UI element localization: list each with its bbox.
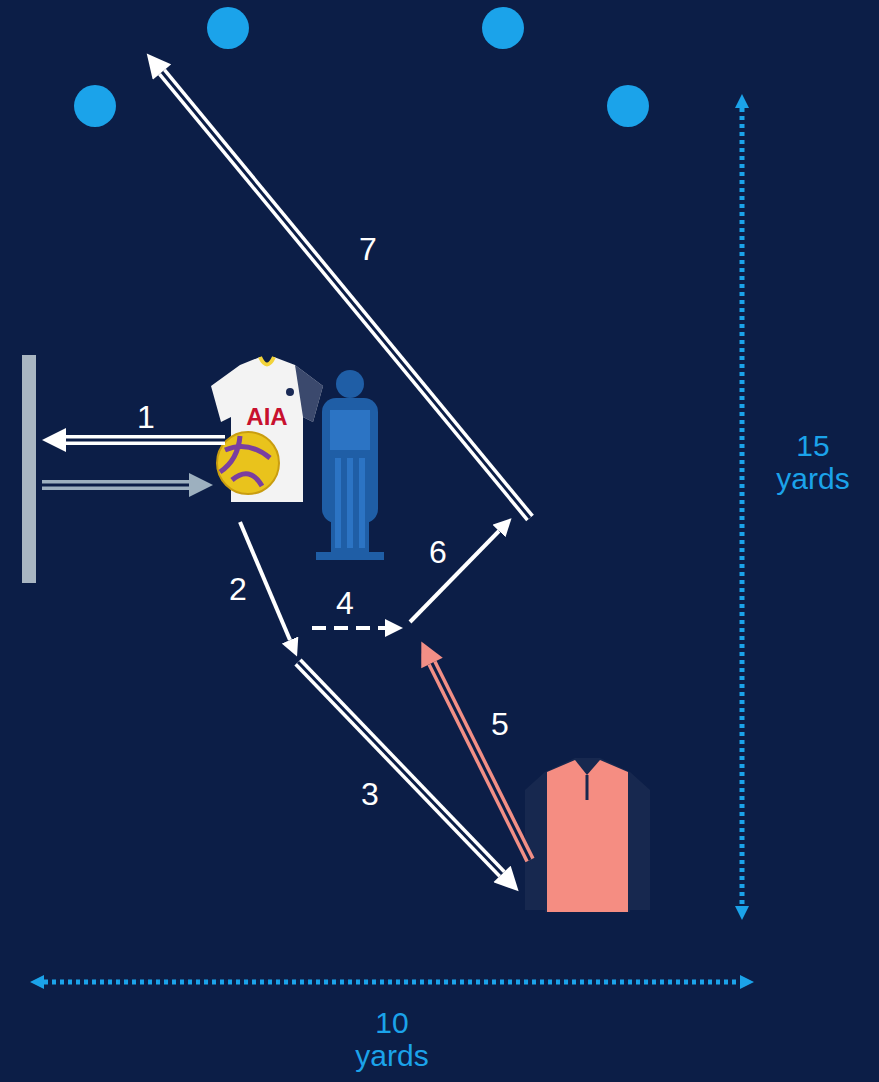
callout-number: 5 [491,707,509,742]
callout-number-holder: 4 [336,586,354,621]
partner-shirt [525,758,650,912]
callout-number-holder: 5 [491,707,509,742]
cones [74,7,649,127]
callout-number-holder: 7 [359,232,377,267]
callout-number-holder: 6 [429,535,447,570]
callout-number: 1 [137,400,155,435]
touch-arrow [410,531,499,622]
run-arrow [312,626,385,630]
callout-number-holder: 2 [229,572,247,607]
pass-arrow [298,662,502,874]
dimension-label-holder: 15 yards [763,429,863,495]
dimension-label: 15 yards [763,429,863,495]
dimension-label-holder: 10 yards [342,1006,442,1072]
callout-number-holder: 1 [137,400,155,435]
ball [217,432,279,494]
dimension-label: 10 yards [342,1006,442,1072]
player-shirt [211,357,323,502]
pass-arrow [66,440,225,441]
return-arrow [42,485,189,486]
dimension-line [44,980,740,985]
run-arrow [240,522,290,640]
pass-arrow [432,663,530,860]
callout-number: 4 [336,586,354,621]
callout-number: 7 [359,232,377,267]
mannequin [316,370,384,560]
shirt-sponsor-holder: AIA [246,404,287,430]
dimension-line [740,108,745,906]
callout-number: 6 [429,535,447,570]
callout-number: 2 [229,572,247,607]
callout-number: 3 [361,777,379,812]
rebound-wall [22,355,36,583]
shirt-sponsor: AIA [246,404,287,430]
callout-number-holder: 3 [361,777,379,812]
pass-arrow [162,72,530,518]
